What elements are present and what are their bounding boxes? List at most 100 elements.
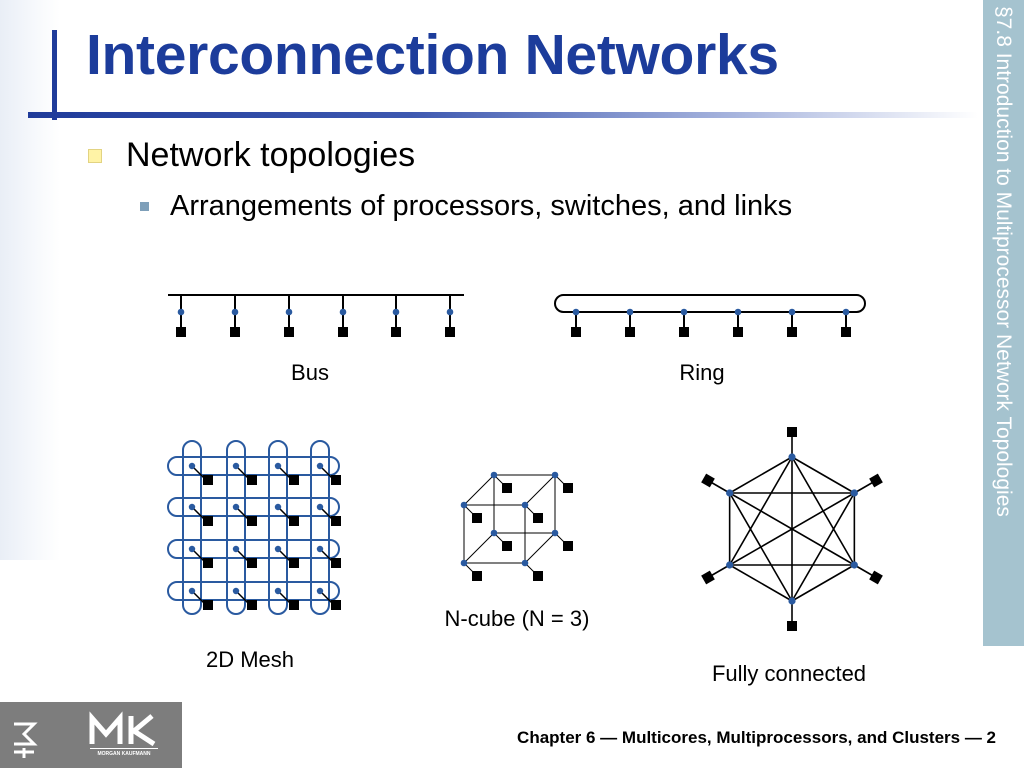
mesh-switch: [316, 587, 324, 595]
ring-nodes: [571, 308, 851, 337]
ncube-processor: [563, 483, 573, 493]
ring-switch: [572, 308, 580, 316]
ring-switch: [788, 308, 796, 316]
mesh-switch: [316, 462, 324, 470]
mesh-processor: [203, 475, 213, 485]
ncube-switch: [490, 529, 498, 537]
mesh-switch: [274, 503, 282, 511]
fully-connected-edge: [729, 564, 793, 602]
mesh-switch: [316, 545, 324, 553]
bullet-text: Arrangements of processors, switches, an…: [170, 190, 793, 222]
mesh-nodes: [188, 462, 341, 610]
bus-processor: [391, 327, 401, 337]
ring-loop: [554, 294, 866, 313]
fully-connected-nodes: [701, 427, 883, 631]
mesh-processor: [331, 600, 341, 610]
left-gradient-panel: [0, 0, 60, 560]
ncube-label: N-cube (N = 3): [445, 606, 590, 631]
bus-label: Bus: [291, 360, 329, 385]
mesh-column-loop: [182, 440, 202, 615]
section-side-band: [983, 0, 1024, 646]
mesh-switch: [188, 545, 196, 553]
mesh-processor: [247, 516, 257, 526]
mesh-processor: [289, 558, 299, 568]
bus-switch: [231, 308, 239, 316]
publisher-logo: MORGAN KAUFMANN: [0, 702, 182, 768]
fully-connected-processor: [787, 427, 797, 437]
mesh-processor: [247, 475, 257, 485]
bus-switch: [339, 308, 347, 316]
ncube-nodes: [460, 471, 573, 581]
ring-processor: [787, 327, 797, 337]
mesh-column-loop: [310, 440, 330, 615]
mesh-processor: [203, 600, 213, 610]
ncube-processor: [533, 513, 543, 523]
mesh-column-loop: [268, 440, 288, 615]
ncube-diagram: N-cube (N = 3): [445, 471, 590, 631]
ncube-edge: [524, 532, 556, 564]
fully-connected-switch: [726, 561, 734, 569]
ring-processor: [679, 327, 689, 337]
bus-nodes: [176, 295, 455, 337]
fully-connected-edge: [791, 564, 855, 602]
ring-switch: [626, 308, 634, 316]
bullet-level2: Arrangements of processors, switches, an…: [140, 190, 792, 223]
fully-connected-label: Fully connected: [712, 661, 866, 686]
bullet-square-icon: [88, 148, 102, 163]
mesh-switch: [232, 462, 240, 470]
fully-connected-edge: [729, 456, 793, 494]
title-accent-bar: [52, 30, 57, 120]
ncube-processor: [533, 571, 543, 581]
fully-connected-edge: [791, 456, 855, 494]
ncube-switch: [521, 559, 529, 567]
ncube-switch: [490, 471, 498, 479]
ring-processor: [625, 327, 635, 337]
bullet-text: Network topologies: [126, 136, 416, 174]
mesh-processor: [203, 558, 213, 568]
ncube-switch: [551, 529, 559, 537]
mesh-processor: [331, 475, 341, 485]
fully-connected-switch: [850, 489, 858, 497]
bus-processor: [284, 327, 294, 337]
ncube-processor: [502, 483, 512, 493]
bullet-level1: Network topologies: [88, 136, 415, 175]
bus-switch: [285, 308, 293, 316]
logo-subtext: MORGAN KAUFMANN: [97, 751, 150, 757]
mesh-switch: [232, 503, 240, 511]
mesh-switch: [274, 545, 282, 553]
ncube-switch: [460, 501, 468, 509]
bus-processor: [445, 327, 455, 337]
fully-connected-diagram: Fully connected: [701, 427, 883, 686]
fully-connected-switch: [850, 561, 858, 569]
ring-switch: [734, 308, 742, 316]
fully-connected-switch: [788, 453, 796, 461]
ncube-switch: [521, 501, 529, 509]
slide-footer: Chapter 6 — Multicores, Multiprocessors,…: [517, 728, 996, 747]
mesh-switch: [232, 545, 240, 553]
bus-processor: [176, 327, 186, 337]
mesh-switch: [188, 462, 196, 470]
ring-switch: [842, 308, 850, 316]
mesh-processor: [331, 516, 341, 526]
bullet-square-icon: [140, 202, 149, 211]
ncube-processor: [472, 513, 482, 523]
mesh-processor: [331, 558, 341, 568]
mesh-processor: [289, 516, 299, 526]
ncube-processor: [502, 541, 512, 551]
mesh-processor: [289, 475, 299, 485]
ncube-switch: [460, 559, 468, 567]
fully-connected-switch: [726, 489, 734, 497]
mesh-column-loop: [226, 440, 246, 615]
ring-label: Ring: [679, 360, 724, 385]
ncube-edges: [463, 474, 556, 564]
ring-processor: [571, 327, 581, 337]
mesh-diagram: 2D Mesh: [167, 440, 341, 672]
ncube-switch: [551, 471, 559, 479]
bus-processor: [338, 327, 348, 337]
ring-processor: [733, 327, 743, 337]
mesh-switch: [274, 462, 282, 470]
ncube-edge: [463, 532, 495, 564]
fully-connected-edges: [728, 456, 856, 602]
mk-logo-icon: MORGAN KAUFMANN: [14, 711, 158, 758]
